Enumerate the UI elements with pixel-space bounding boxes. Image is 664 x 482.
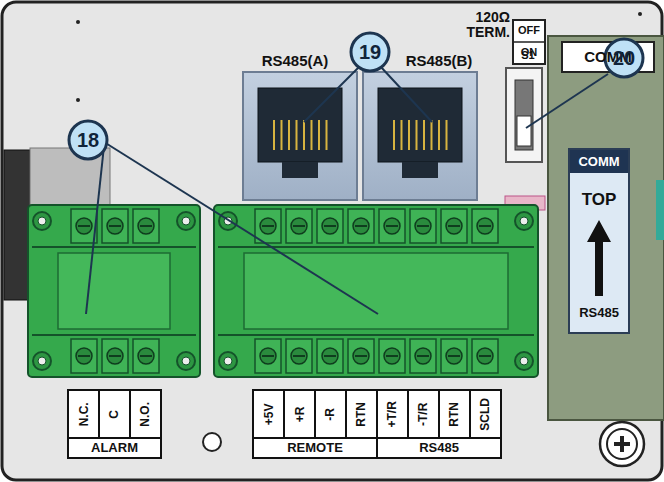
switch-label-text: 120Ω TERM. xyxy=(440,10,510,39)
mounting-hole xyxy=(203,433,221,451)
callout-number: 20 xyxy=(605,44,643,72)
comm-card-slot xyxy=(548,36,664,420)
direction-arrow xyxy=(584,218,614,298)
port-label: RS485(B) xyxy=(384,50,494,72)
switch-position-text: OFF xyxy=(518,25,540,37)
leader-line xyxy=(86,66,608,314)
pin-label-cell xyxy=(284,390,315,438)
panel-text: TOP xyxy=(582,188,617,212)
group-label-text: RS485 xyxy=(419,441,459,455)
group-label-text: REMOTE xyxy=(287,441,343,455)
group-label-cell xyxy=(253,438,377,458)
terminal-block xyxy=(214,205,538,377)
pin-label-cell xyxy=(130,390,161,438)
group-label-cell xyxy=(377,438,501,458)
terminal-block xyxy=(28,205,200,377)
callout-number: 18 xyxy=(69,126,107,154)
group-label: RS485 xyxy=(377,438,501,458)
power-connector xyxy=(4,150,30,300)
pin-label: RTN xyxy=(346,390,377,438)
panel-heading: COMM xyxy=(570,150,628,173)
callout-number-text: 20 xyxy=(613,48,635,69)
pin-label-cell xyxy=(346,390,377,438)
pin-label-text: -R xyxy=(324,408,337,421)
pin-label: -T/R xyxy=(408,390,439,438)
group-label-text: ALARM xyxy=(91,441,138,455)
switch-label: 120Ω TERM. xyxy=(440,4,510,46)
pin-label-text: C xyxy=(108,410,121,419)
pin-label-cell xyxy=(439,390,470,438)
pin-label-cell xyxy=(470,390,501,438)
port-label-text: RS485(B) xyxy=(406,53,473,69)
pin-label-text: SCLD xyxy=(479,398,492,431)
port-label: RS485(A) xyxy=(240,50,350,72)
callout-circle xyxy=(69,33,643,159)
pin-label-text: RTN xyxy=(355,402,368,427)
group-label: ALARM xyxy=(68,438,161,458)
pin-label: +5V xyxy=(253,390,284,438)
panel-text: RS485 xyxy=(579,303,619,322)
pin-label-text: +T/R xyxy=(386,401,399,427)
switch-position: OFF xyxy=(513,20,545,42)
card-edge xyxy=(656,180,664,240)
pin-label-text: -T/R xyxy=(417,402,430,425)
pin-label-cell xyxy=(377,390,408,438)
screw xyxy=(600,422,644,466)
rj45-jack xyxy=(363,72,477,200)
pin-label: +R xyxy=(284,390,315,438)
pin-label: C xyxy=(99,390,130,438)
pin-label: +T/R xyxy=(377,390,408,438)
pin-label-cell xyxy=(253,390,284,438)
pin-label-cell xyxy=(99,390,130,438)
pin-label: -R xyxy=(315,390,346,438)
switch-name: S1 xyxy=(510,48,546,64)
slot-label: COMM xyxy=(564,44,652,70)
pin-label-text: +R xyxy=(293,406,306,422)
pin-label-text: +5V xyxy=(262,403,275,425)
pin-label: N.C. xyxy=(68,390,99,438)
callout-number: 19 xyxy=(351,38,389,66)
pin-label-text: N.C. xyxy=(77,402,90,426)
pin-label-cell xyxy=(408,390,439,438)
pin-label-cell xyxy=(68,390,99,438)
switch-name-text: S1 xyxy=(521,50,534,62)
callout-number-text: 19 xyxy=(359,42,381,63)
pin-label-text: N.O. xyxy=(139,402,152,427)
group-label-cell xyxy=(68,438,161,458)
comm-card-panel: COMM TOP RS485 xyxy=(568,148,630,334)
group-label: REMOTE xyxy=(253,438,377,458)
pin-label-text: RTN xyxy=(448,402,461,427)
termination-switch xyxy=(506,20,545,162)
pin-label-cell xyxy=(315,390,346,438)
pin-label: SCLD xyxy=(470,390,501,438)
pin-label: RTN xyxy=(439,390,470,438)
rj45-jack xyxy=(243,72,357,200)
callout-number-text: 18 xyxy=(77,130,99,151)
pin-label: N.O. xyxy=(130,390,161,438)
port-label-text: RS485(A) xyxy=(262,53,329,69)
